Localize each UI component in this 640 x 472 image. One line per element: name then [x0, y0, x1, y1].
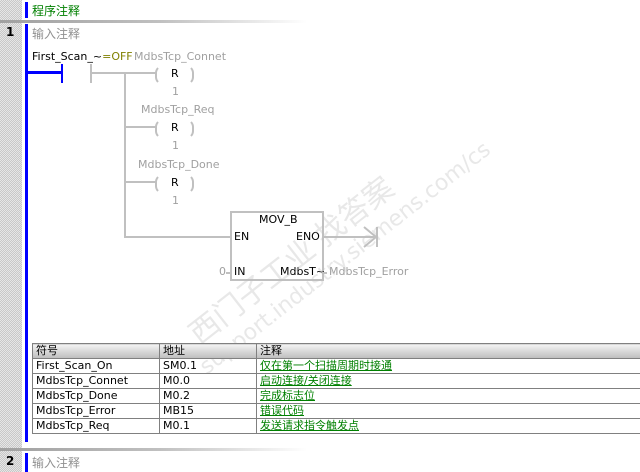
comment-cell: 启动连接/关闭连接 [256, 373, 640, 389]
coil-right-paren[interactable] [185, 119, 194, 139]
address-cell: M0.2 [159, 388, 257, 404]
contact-left-bar[interactable] [61, 64, 63, 83]
network-gutter [0, 0, 22, 472]
network-number[interactable]: 2 [6, 454, 15, 468]
symbol-cell: MdbsTcp_Connet [32, 373, 160, 389]
table-row[interactable]: MdbsTcp_Done M0.2 完成标志位 [32, 388, 640, 404]
col-comment[interactable]: 注释 [256, 343, 640, 359]
power-rail [25, 453, 28, 472]
box-in-pin: IN [234, 265, 246, 278]
network-comment[interactable]: 输入注释 [32, 27, 81, 41]
power-rail [25, 24, 28, 442]
box-in-value[interactable]: 0 [219, 265, 226, 278]
symbol-cell: MdbsTcp_Req [32, 418, 160, 434]
box-out-pin: MdbsT~ [280, 265, 326, 278]
col-symbol[interactable]: 符号 [32, 343, 160, 359]
header-rail [25, 2, 28, 18]
wire [226, 272, 231, 274]
address-cell: MB15 [159, 403, 257, 419]
symbol-cell: First_Scan_On [32, 358, 160, 374]
address-cell: M0.0 [159, 373, 257, 389]
address-cell: SM0.1 [159, 358, 257, 374]
network-number[interactable]: 1 [6, 25, 15, 39]
address-cell: M0.1 [159, 418, 257, 434]
coil-type: R [171, 67, 179, 80]
table-row[interactable]: MdbsTcp_Req M0.1 发送请求指令触发点 [32, 418, 640, 434]
coil-count: 1 [172, 85, 179, 98]
coil-left-paren[interactable] [155, 174, 164, 194]
col-address[interactable]: 地址 [159, 343, 257, 359]
coil-right-paren[interactable] [185, 65, 194, 85]
coil-left-paren[interactable] [155, 65, 164, 85]
coil-operand[interactable]: MdbsTcp_Req [141, 103, 215, 116]
contact-operand-name: First_Scan_~ [32, 50, 103, 63]
comment-cell: 仅在第一个扫描周期时接通 [256, 358, 640, 374]
contact-operand[interactable]: First_Scan_~=OFF [32, 50, 133, 63]
wire [90, 72, 156, 74]
network-separator [0, 448, 640, 451]
box-title: MOV_B [259, 213, 298, 226]
box-en-pin: EN [234, 230, 250, 243]
eno-wire [322, 236, 377, 238]
branch-line [124, 72, 126, 237]
box-out-value[interactable]: MdbsTcp_Error [329, 265, 409, 278]
wire [124, 181, 156, 183]
contact-state: =OFF [102, 50, 133, 63]
wire [124, 236, 231, 238]
comment-cell: 发送请求指令触发点 [256, 418, 640, 434]
symbol-table-header: 符号 地址 注释 [32, 343, 640, 359]
table-row[interactable]: First_Scan_On SM0.1 仅在第一个扫描周期时接通 [32, 358, 640, 374]
network-separator [0, 20, 640, 23]
network-comment[interactable]: 输入注释 [32, 456, 81, 470]
table-row[interactable]: MdbsTcp_Connet M0.0 启动连接/关闭连接 [32, 373, 640, 389]
wire [124, 126, 156, 128]
output-arrow-icon [363, 226, 378, 248]
symbol-cell: MdbsTcp_Done [32, 388, 160, 404]
coil-count: 1 [172, 194, 179, 207]
comment-cell: 完成标志位 [256, 388, 640, 404]
mov-b-box[interactable] [230, 211, 324, 281]
wire [322, 272, 327, 274]
symbol-table: 符号 地址 注释 First_Scan_On SM0.1 仅在第一个扫描周期时接… [32, 343, 640, 434]
coil-type: R [171, 121, 179, 134]
powered-wire [25, 71, 62, 74]
program-comment[interactable]: 程序注释 [32, 4, 81, 18]
box-eno-pin: ENO [296, 230, 320, 243]
coil-count: 1 [172, 139, 179, 152]
coil-type: R [171, 176, 179, 189]
comment-cell: 错误代码 [256, 403, 640, 419]
coil-left-paren[interactable] [155, 119, 164, 139]
coil-right-paren[interactable] [185, 174, 194, 194]
coil-operand[interactable]: MdbsTcp_Done [138, 158, 220, 171]
coil-operand[interactable]: MdbsTcp_Connet [134, 50, 227, 63]
table-row[interactable]: MdbsTcp_Error MB15 错误代码 [32, 403, 640, 419]
symbol-cell: MdbsTcp_Error [32, 403, 160, 419]
